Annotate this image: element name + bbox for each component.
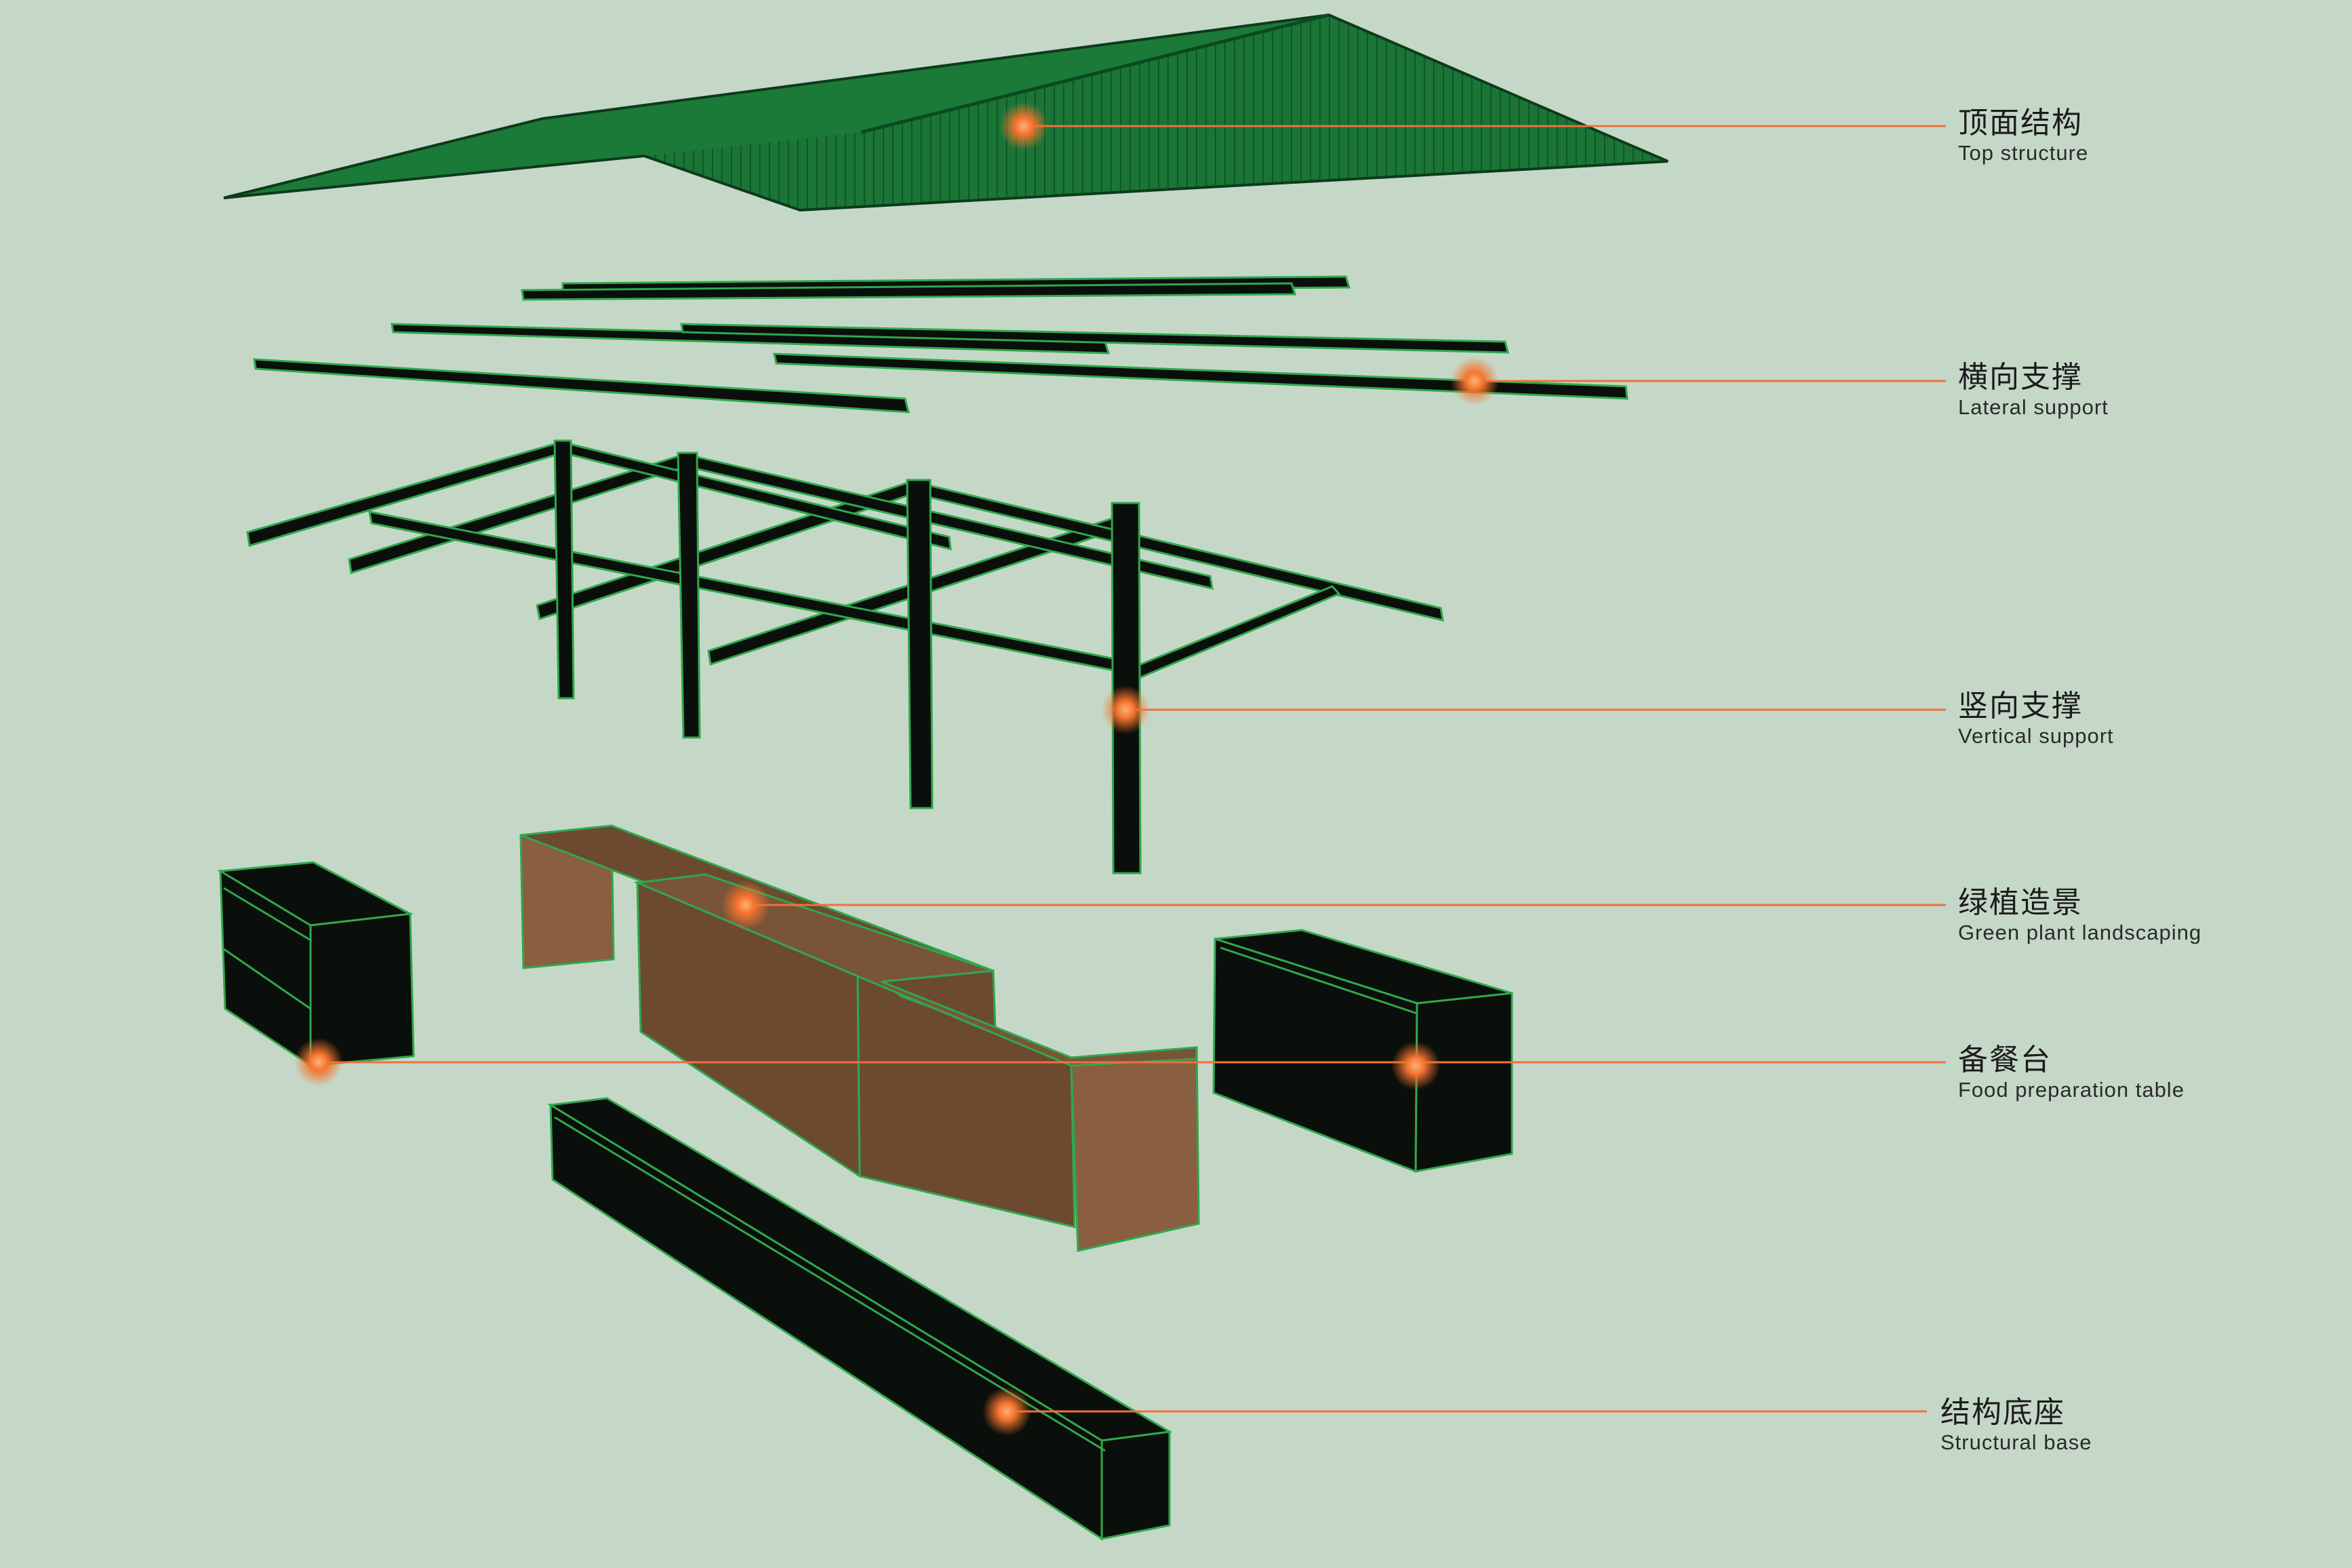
frame-arm [911, 480, 1444, 622]
frame-post [553, 439, 575, 700]
lateral-beam [680, 323, 1509, 354]
callout-dots [294, 102, 1499, 1436]
callout-label-en: Green plant landscaping [1958, 921, 2202, 944]
planter-front-end [1070, 1046, 1200, 1252]
cabinet-shelf [223, 948, 311, 1010]
lateral-supports [253, 275, 1629, 414]
food-prep-cabinet-right [1212, 929, 1513, 1173]
cabinet-front [1414, 992, 1513, 1173]
structural-base-beam [547, 1097, 1173, 1541]
callout-label-zh: 横向支撑 [1958, 360, 2083, 395]
callout-dot [982, 1387, 1031, 1436]
callout-dot [999, 102, 1048, 150]
callout-structural-base: 结构底座 Structural base [1940, 1398, 2092, 1453]
food-prep-cabinet-left [217, 861, 415, 1068]
roof-left-slope [224, 15, 1329, 210]
callout-label-zh: 顶面结构 [1958, 106, 2083, 140]
callout-dot [294, 1038, 343, 1087]
planter-top-edge [633, 873, 1198, 1067]
callout-dot [1391, 1041, 1440, 1090]
frame-post [677, 451, 701, 739]
callout-lines [319, 125, 1946, 1413]
frame-brace [1130, 585, 1341, 679]
base-end [1100, 1430, 1171, 1540]
callout-food-prep: 备餐台 Food preparation table [1958, 1043, 2185, 1102]
roof-ridge [860, 13, 1330, 134]
callout-label-en: Top structure [1958, 141, 2089, 165]
frame-arm [348, 453, 687, 574]
roof-structure [223, 13, 1669, 212]
cabinet-front [309, 912, 415, 1067]
callout-vertical-support: 竖向支撑 Vertical support [1958, 689, 2114, 748]
callout-label-zh: 绿植造景 [1958, 885, 2083, 920]
lateral-beam [773, 353, 1629, 400]
callout-label-en: Lateral support [1958, 395, 2109, 419]
green-plant-planter [519, 824, 1200, 1252]
vertical-supports [246, 439, 1444, 875]
frame-post [906, 479, 934, 809]
callout-lateral-support: 横向支撑 Lateral support [1958, 363, 2109, 418]
callout-label-en: Food preparation table [1958, 1078, 2185, 1102]
callout-top-structure: 顶面结构 Top structure [1958, 106, 2089, 165]
callout-green-plant: 绿植造景 Green plant landscaping [1958, 885, 2202, 944]
lateral-beam [521, 282, 1297, 301]
roof-outline [223, 13, 1669, 212]
cabinet-rim [1220, 946, 1418, 1015]
callout-label-zh: 竖向支撑 [1958, 689, 2083, 723]
callout-label-zh: 备餐台 [1958, 1043, 2052, 1077]
lateral-beam [253, 358, 910, 414]
callout-label-en: Vertical support [1958, 724, 2114, 748]
callout-label-en: Structural base [1940, 1430, 2092, 1454]
callout-dot [721, 881, 770, 929]
roof-front-slope [644, 15, 1668, 210]
callout-label-zh: 结构底座 [1940, 1395, 2065, 1430]
cabinet-rim [223, 887, 313, 942]
callout-dot [1450, 357, 1499, 405]
callout-dot [1101, 685, 1150, 734]
